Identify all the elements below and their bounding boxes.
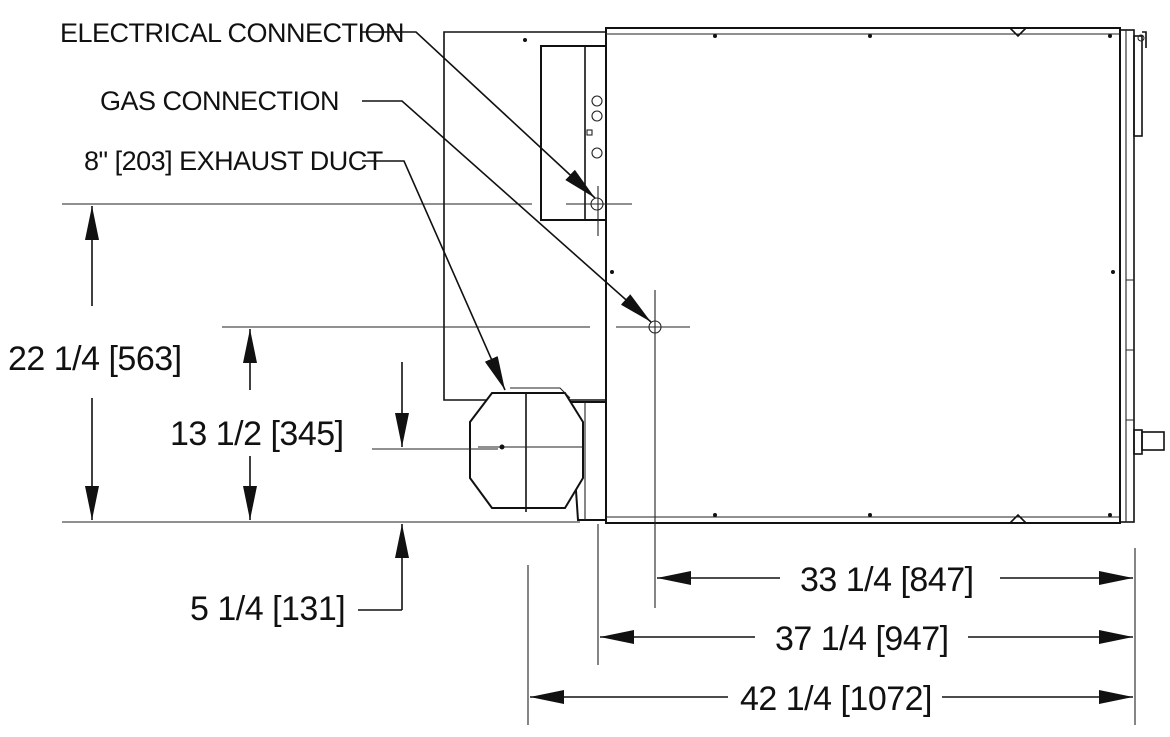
dim-33-25-label: 33 1/4 [847]	[800, 561, 974, 599]
electrical-leader	[360, 31, 596, 199]
dim-5-25-label: 5 1/4 [131]	[190, 590, 345, 628]
exhaust-leader	[362, 160, 506, 391]
main-unit-body	[605, 27, 1165, 524]
dim-42-25-label: 42 1/4 [1072]	[740, 680, 932, 718]
exhaust-duct-label: 8" [203] EXHAUST DUCT	[84, 146, 383, 176]
dim-22-25-line	[62, 203, 580, 523]
horizontal-extension-lines	[527, 524, 1136, 725]
gas-connection-label: GAS CONNECTION	[100, 86, 339, 116]
exhaust-duct	[469, 387, 607, 521]
dim-13-5-label: 13 1/2 [345]	[170, 415, 344, 453]
dim-5-25-line	[358, 524, 409, 611]
gas-leader	[362, 100, 652, 323]
electrical-crosshair	[566, 186, 632, 236]
dim-22-25-label: 22 1/4 [563]	[8, 340, 182, 378]
dim-13-5-line	[222, 326, 590, 520]
dim-37-25-label: 37 1/4 [947]	[775, 620, 949, 658]
electrical-connection-label: ELECTRICAL CONNECTION	[60, 18, 404, 48]
gas-crosshair	[616, 290, 690, 608]
connection-box	[540, 45, 608, 221]
